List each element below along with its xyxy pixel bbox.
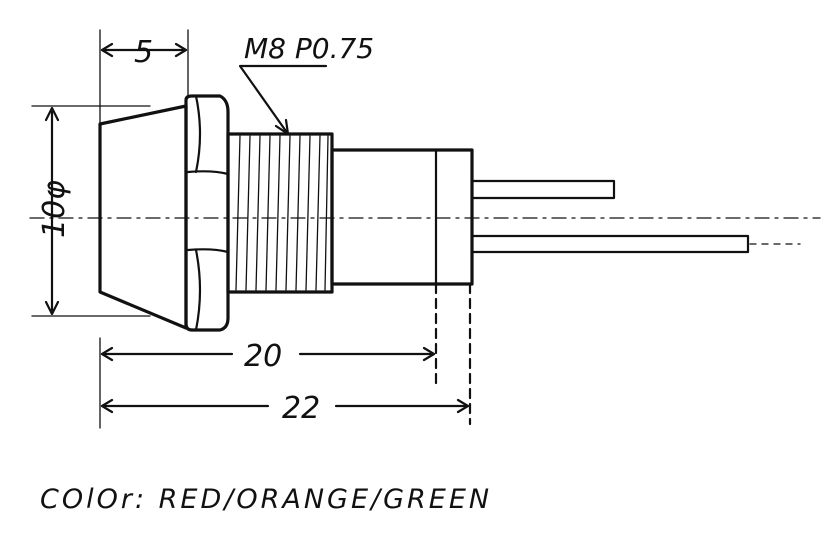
dim-diameter-label: 10φ (37, 180, 72, 238)
dim-total-arrows (100, 398, 470, 414)
dim-body-label: 20 (244, 339, 282, 374)
dim-flange-arrows (100, 42, 188, 58)
thread-leader (238, 64, 328, 136)
rear-body (330, 148, 474, 286)
lens-cone (98, 104, 188, 330)
pin-long (470, 234, 750, 254)
dim-diameter-arrows (44, 106, 60, 316)
hex-nut (184, 94, 230, 332)
dim-body-arrows (100, 346, 436, 362)
pin-short (470, 179, 616, 200)
thread-label: M8 P0.75 (244, 32, 374, 65)
dim-total-label: 22 (282, 391, 320, 426)
color-note: COlOr: RED/ORANGE/GREEN (40, 484, 492, 515)
dim-flange-label: 5 (134, 35, 153, 70)
thread-leader-arrow (274, 118, 290, 136)
hex-nut-facets (186, 94, 230, 332)
thread-lines (235, 135, 329, 291)
